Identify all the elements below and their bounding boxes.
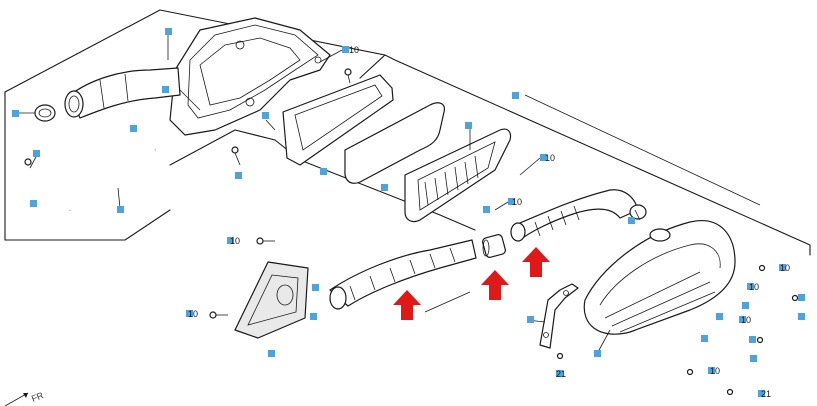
callout-marker <box>465 122 472 129</box>
callout-marker <box>742 302 749 309</box>
upper-duct-right <box>510 189 647 242</box>
callout-marker <box>512 92 519 99</box>
callout-marker <box>165 28 172 35</box>
callout-marker <box>716 313 723 320</box>
gasket <box>344 102 445 184</box>
callout-marker <box>508 198 515 205</box>
callout-marker <box>556 370 563 377</box>
screw-set <box>209 68 799 396</box>
callout-label: 10 <box>188 309 198 319</box>
breather-tube-upper <box>24 126 131 169</box>
breather-tube-lower <box>68 148 156 211</box>
callout-marker <box>739 316 746 323</box>
callout-label: 21 <box>761 389 771 399</box>
callout-label: 10 <box>545 153 555 163</box>
air-filter-element <box>404 128 512 223</box>
callout-marker <box>320 168 327 175</box>
lower-plate <box>234 261 309 339</box>
callout-marker <box>758 390 765 397</box>
callout-marker <box>33 150 40 157</box>
mounting-bracket <box>539 283 579 349</box>
callout-marker <box>747 283 754 290</box>
callout-marker <box>628 217 635 224</box>
callout-marker <box>708 367 715 374</box>
callout-marker <box>594 350 601 357</box>
callout-label: 10 <box>230 236 240 246</box>
callout-markers <box>12 28 805 397</box>
callout-marker <box>750 355 757 362</box>
callout-label: 10 <box>349 45 359 55</box>
callout-label: 10 <box>780 263 790 273</box>
callout-marker <box>262 112 269 119</box>
callout-marker <box>117 206 124 213</box>
front-direction-indicator: FR <box>4 390 45 406</box>
lower-duct-left <box>329 239 477 310</box>
fr-label: FR <box>30 390 45 404</box>
callout-marker <box>342 46 349 53</box>
callout-marker <box>701 335 708 342</box>
callout-marker <box>798 313 805 320</box>
element-frame <box>282 74 394 166</box>
callout-marker <box>162 86 169 93</box>
callout-labels: 10 10 10 10 10 10 10 10 10 21 21 <box>188 45 790 399</box>
callout-label: 21 <box>556 369 566 379</box>
intake-duct-top <box>64 67 181 119</box>
callout-label: 10 <box>710 366 720 376</box>
callout-marker <box>312 284 319 291</box>
callout-marker <box>130 125 137 132</box>
callout-label: 10 <box>512 197 522 207</box>
red-arrows <box>393 247 550 320</box>
callout-marker <box>227 237 234 244</box>
red-arrow-up-icon <box>522 247 550 277</box>
callout-marker <box>268 350 275 357</box>
callout-label: 10 <box>749 282 759 292</box>
connecting-tube <box>482 234 506 258</box>
callout-marker <box>12 110 19 117</box>
callout-marker <box>30 200 37 207</box>
callout-marker <box>381 184 388 191</box>
hose-clamp <box>34 104 56 122</box>
air-cleaner-cover-right <box>583 220 736 335</box>
callout-marker <box>798 294 805 301</box>
callout-marker <box>483 206 490 213</box>
callout-marker <box>540 154 547 161</box>
callout-marker <box>749 336 756 343</box>
air-cleaner-case <box>169 17 331 136</box>
red-arrow-up-icon <box>393 290 421 320</box>
callout-marker <box>186 310 193 317</box>
callout-marker <box>527 316 534 323</box>
callout-label: 10 <box>741 315 751 325</box>
red-arrow-up-icon <box>481 270 509 300</box>
callout-marker <box>310 313 317 320</box>
callout-marker <box>779 264 786 271</box>
callout-marker <box>235 172 242 179</box>
